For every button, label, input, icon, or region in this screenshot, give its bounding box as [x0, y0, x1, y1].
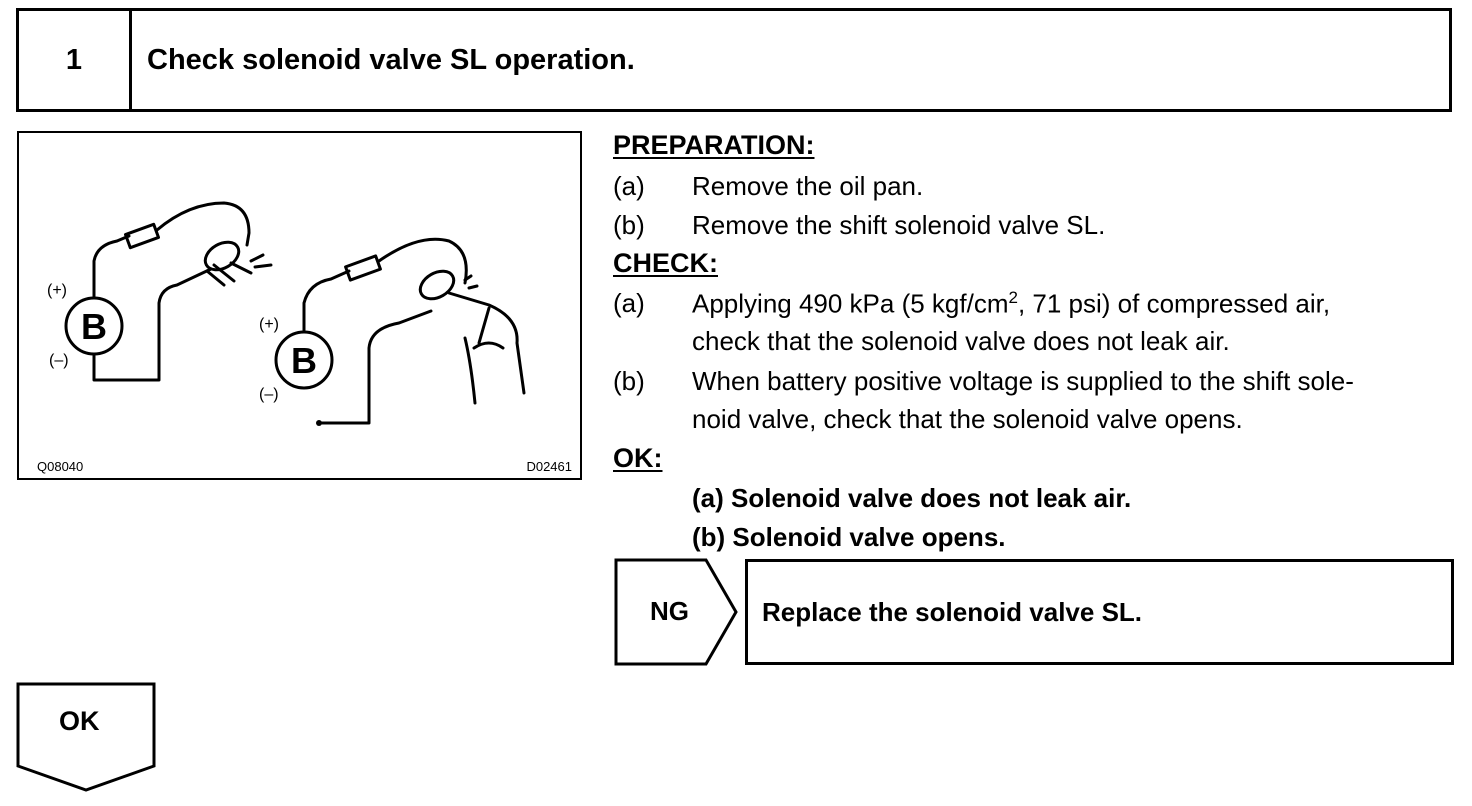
air-burst — [463, 274, 479, 290]
right-harness — [377, 237, 468, 285]
step-title: Check solenoid valve SL operation. — [147, 43, 635, 76]
ng-label: NG — [650, 596, 689, 626]
left-minus-label: (–) — [49, 352, 69, 369]
prep-a-text: Remove the oil pan. — [692, 171, 924, 201]
left-minus-wire — [92, 267, 213, 382]
ok-heading: OK: — [613, 443, 663, 473]
right-minus-wire — [317, 309, 433, 425]
check-a-line2: check that the solenoid valve does not l… — [692, 326, 1230, 356]
figure-code-left: Q08040 — [37, 459, 84, 474]
check-b-line1: When battery positive voltage is supplie… — [692, 366, 1354, 396]
ok-line-b: (b) Solenoid valve opens. — [692, 522, 1006, 552]
ok-arrow-box — [16, 682, 156, 792]
prep-b-text: Remove the shift solenoid valve SL. — [692, 210, 1106, 240]
prep-b-label: (b) — [613, 210, 645, 240]
left-harness — [155, 201, 251, 247]
battery-right-label: B — [291, 340, 317, 381]
check-b-line2: noid valve, check that the solenoid valv… — [692, 404, 1243, 434]
hand-outline — [472, 341, 505, 350]
check-heading: CHECK: — [613, 248, 718, 278]
battery-left-label: B — [81, 306, 107, 347]
ng-arrow-box — [614, 558, 738, 666]
left-solenoid-body — [203, 240, 241, 272]
check-b-label: (b) — [613, 366, 645, 396]
check-a-label: (a) — [613, 288, 645, 318]
circuit-diagram: B B (+) (–) (+) (–) — [47, 201, 526, 426]
left-plus-label: (+) — [47, 282, 67, 299]
step-number: 1 — [19, 11, 132, 109]
left-plus-wire — [92, 234, 131, 300]
step-header: 1 Check solenoid valve SL operation. — [16, 8, 1452, 112]
figure-code-right: D02461 — [526, 459, 572, 474]
right-solenoid-body — [418, 269, 456, 301]
prep-a-label: (a) — [613, 171, 645, 201]
ng-action-box: Replace the solenoid valve SL. — [745, 559, 1454, 665]
ng-action-text: Replace the solenoid valve SL. — [762, 596, 1143, 627]
solenoid-test-illustration: B B (+) (–) (+) (–) Q08040 D02461 — [17, 131, 582, 480]
right-minus-label: (–) — [259, 386, 279, 403]
check-a-line1: Applying 490 kPa (5 kgf/cm2, 71 psi) of … — [692, 288, 1331, 319]
right-plus-wire — [302, 269, 351, 334]
preparation-heading: PREPARATION: — [613, 130, 815, 160]
ok-line-a: (a) Solenoid valve does not leak air. — [692, 483, 1132, 513]
right-connector — [344, 254, 382, 282]
air-gun — [447, 291, 526, 405]
right-plus-label: (+) — [259, 316, 279, 333]
left-solenoid-detail — [205, 253, 273, 287]
ok-result-label: OK — [59, 706, 100, 736]
